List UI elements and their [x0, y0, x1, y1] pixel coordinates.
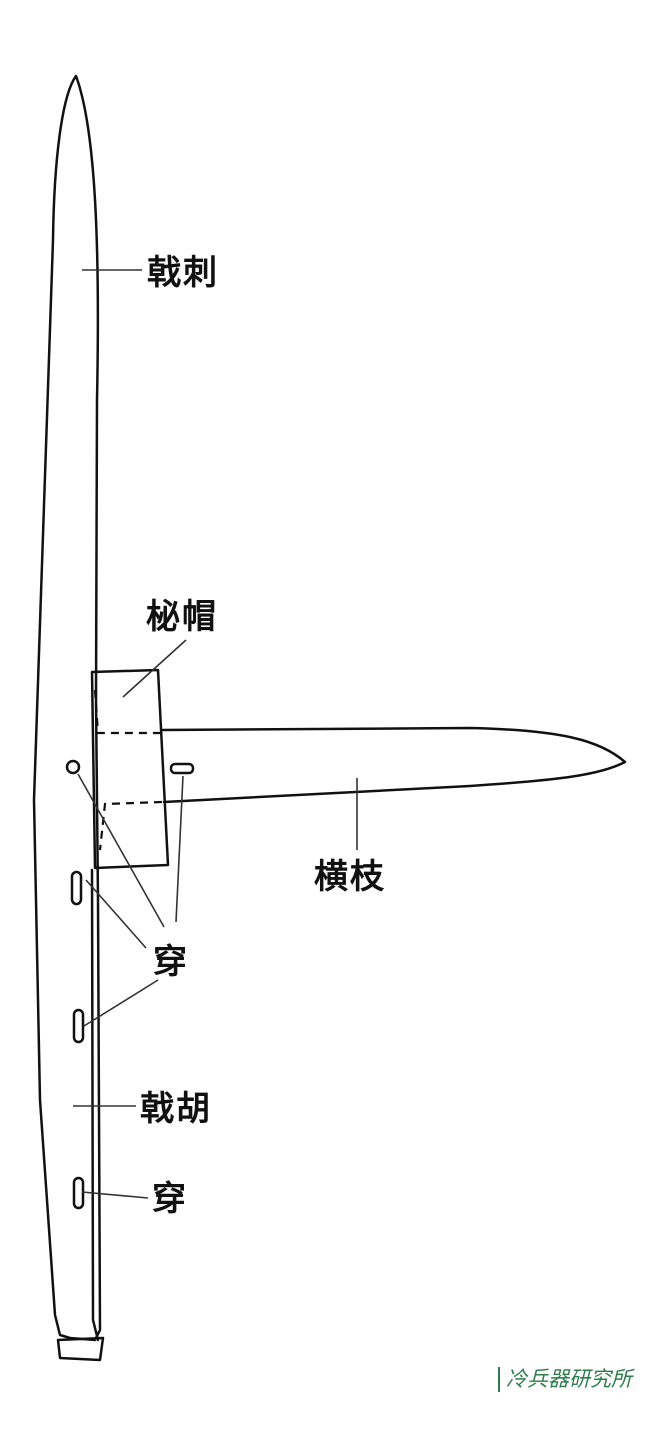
label-ji-hu: 戟胡	[140, 1089, 212, 1129]
hole-hu-2	[72, 1008, 85, 1044]
horizontal-branch	[160, 726, 627, 804]
leader-chuan-hole2	[83, 979, 159, 1027]
shaft-cap	[90, 668, 170, 870]
cap-dash-top	[93, 689, 162, 735]
leader-chuan-hole3	[81, 1191, 149, 1199]
hole-branch	[169, 762, 195, 775]
cap-dash-bottom	[98, 800, 163, 851]
label-ji-ci: 戟刺	[147, 253, 219, 293]
hole-round	[65, 759, 81, 775]
blade-foot	[56, 1336, 105, 1362]
label-heng-zhi: 横枝	[314, 857, 386, 897]
label-chuan-1: 穿	[153, 942, 189, 982]
hole-hu-1	[70, 870, 83, 906]
leader-chuan-round	[77, 773, 165, 928]
label-chuan-2: 穿	[152, 1179, 188, 1219]
leader-chuan-hole1	[85, 879, 147, 949]
blade-outline	[32, 74, 102, 1342]
leader-chuan-branch	[175, 775, 184, 923]
watermark: 冷兵器研究所	[498, 1367, 632, 1393]
leader-bi-mao	[122, 639, 187, 698]
label-bi-mao: 柲帽	[146, 597, 218, 637]
hole-hu-3	[72, 1176, 85, 1210]
